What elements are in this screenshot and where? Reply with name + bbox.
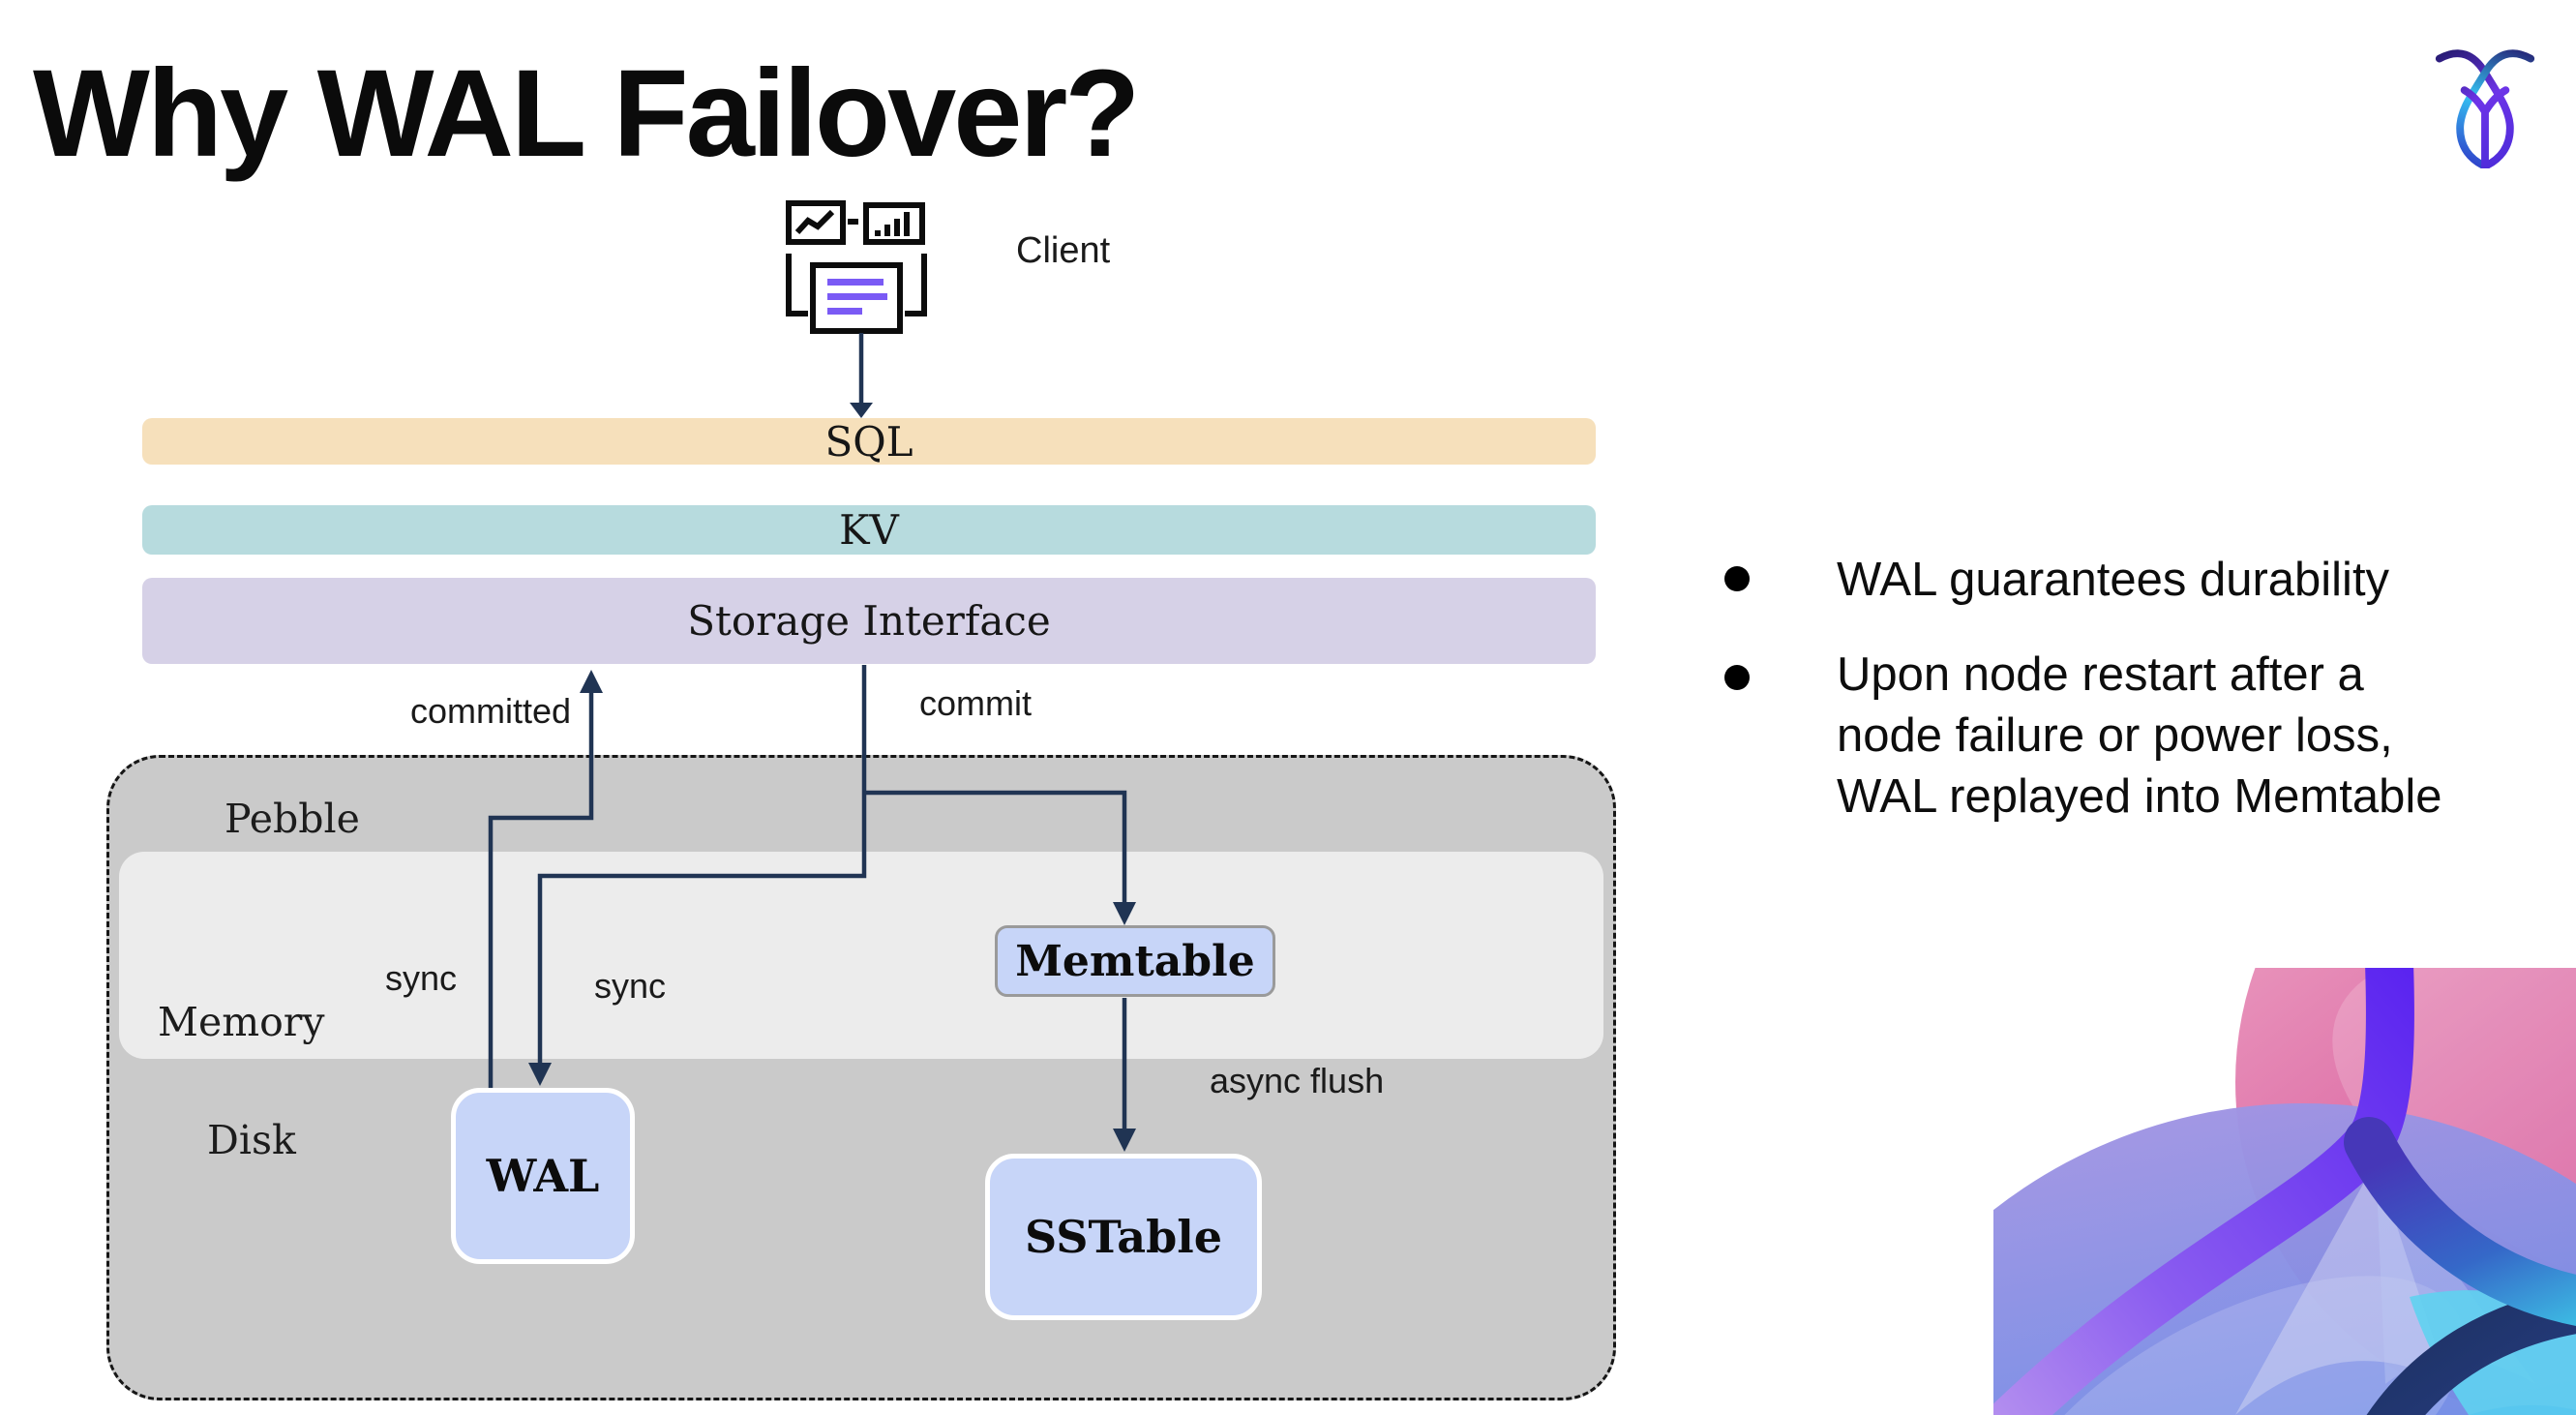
client-label: Client xyxy=(1016,230,1111,271)
client-icon xyxy=(786,200,927,334)
memtable-box: Memtable xyxy=(995,925,1275,997)
committed-arrowhead xyxy=(580,670,603,693)
bullet-dot xyxy=(1724,566,1750,591)
sstable-box: SSTable xyxy=(985,1154,1262,1320)
kv-layer-bar: KV xyxy=(142,505,1596,555)
cockroachdb-logo-icon xyxy=(2435,49,2535,168)
disk-label: Disk xyxy=(207,1117,296,1163)
memory-label: Memory xyxy=(158,999,325,1045)
commit-edge-label: commit xyxy=(919,683,1032,723)
wal-box-label: WAL xyxy=(486,1150,600,1202)
kv-layer-label: KV xyxy=(839,506,899,554)
storage-interface-layer-bar: Storage Interface xyxy=(142,578,1596,664)
memory-band xyxy=(119,852,1603,1059)
pebble-label: Pebble xyxy=(225,796,360,842)
wal-box: WAL xyxy=(451,1088,635,1264)
brand-art-illustration xyxy=(1993,968,2576,1415)
memtable-box-label: Memtable xyxy=(1015,936,1255,986)
sql-layer-bar: SQL xyxy=(142,417,1596,466)
sql-layer-label: SQL xyxy=(824,417,914,466)
sync-left-label: sync xyxy=(385,958,458,998)
bullet-durability: WAL guarantees durability xyxy=(1837,554,2390,606)
slide-title: Why WAL Failover? xyxy=(33,45,1140,183)
async-flush-label: async flush xyxy=(1210,1061,1385,1100)
bullet-replay: Upon node restart after a node failure o… xyxy=(1837,648,2442,823)
sync-right-label: sync xyxy=(594,966,667,1006)
bullet-dot xyxy=(1724,665,1750,690)
client-arrowhead xyxy=(850,403,873,418)
sstable-box-label: SSTable xyxy=(1025,1211,1222,1263)
committed-edge-label: committed xyxy=(410,691,572,731)
storage-interface-label: Storage Interface xyxy=(687,597,1051,645)
